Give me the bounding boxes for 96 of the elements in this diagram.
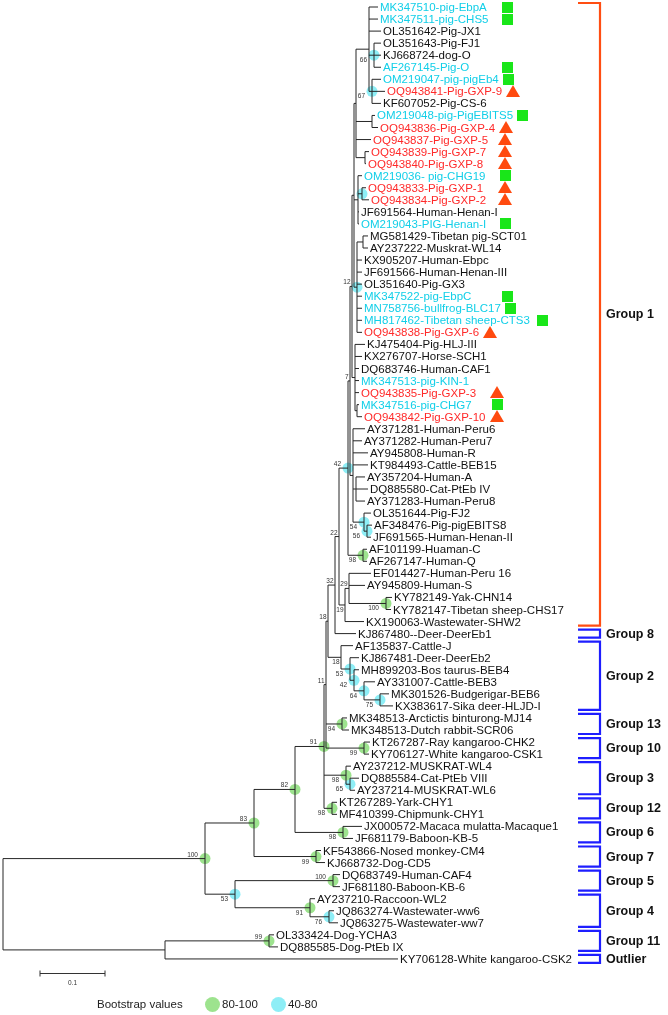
taxon-label: DQ885585-Dog-PtEb IX <box>280 940 404 953</box>
legend-label: 40-80 <box>288 997 318 1011</box>
taxon-label: AF101199-Huaman-C <box>369 543 481 556</box>
taxon-label: KJ668724-dog-O <box>383 49 471 62</box>
taxon-label: JF681180-Baboon-KB-6 <box>342 880 466 893</box>
taxon-label: JF691564-Human-Henan-I <box>361 205 498 218</box>
taxon-label: MN758756-bullfrog-BLC17 <box>364 302 501 315</box>
taxon-label: MH899203-Bos taurus-BEB4 <box>361 663 510 676</box>
taxon-label: KY782149-Yak-CHN14 <box>394 591 513 604</box>
taxon-label: AY945809-Human-S <box>367 579 473 592</box>
taxon-label: JF681179-Baboon-KB-5 <box>355 832 479 845</box>
taxon-label: DQ885580-Cat-PtEb IV <box>370 483 491 495</box>
group-label: Group 12 <box>606 801 661 816</box>
taxon-label: DQ683749-Human-CAF4 <box>342 868 472 881</box>
taxon-label: KX190063-Wastewater-SHW2 <box>366 615 521 628</box>
taxon-label: OQ943842-Pig-GXP-10 <box>364 410 486 423</box>
taxon-label: OQ943837-Pig-GXP-5 <box>373 133 489 146</box>
taxon-label: MH817462-Tibetan sheep-CTS3 <box>364 314 530 327</box>
taxon-label: AF135837-Cattle-J <box>355 639 452 652</box>
taxon-label: OM219043-PIG-Henan-I <box>361 217 487 230</box>
taxon-label: KY782147-Tibetan sheep-CHS17 <box>393 603 564 616</box>
taxon-label: AY237214-MUSKRAT-WL6 <box>357 784 496 797</box>
taxon-label: KY706127-White kangaroo-CSK1 <box>371 748 543 761</box>
taxon-label: OL351643-Pig-FJ1 <box>383 37 481 50</box>
taxon-label: KY706128-White kangaroo-CSK2 <box>400 952 572 965</box>
taxon-label: MK347511-pig-CHS5 <box>380 13 489 26</box>
taxon-label: MK347513-pig-KIN-1 <box>361 374 470 387</box>
taxon-label: AY357204-Human-A <box>367 470 473 483</box>
taxon-label: OL351644-Pig-FJ2 <box>373 507 471 520</box>
taxon-label: DQ885584-Cat-PtEb VIII <box>361 772 488 785</box>
taxon-label: MK347522-pig-EbpC <box>364 290 472 303</box>
taxon-label: KX905207-Human-Ebpc <box>364 254 489 267</box>
group-label: Group 11 <box>606 933 661 948</box>
taxon-label: KF607052-Pig-CS-6 <box>383 97 487 110</box>
taxon-label: DQ683746-Human-CAF1 <box>361 362 491 375</box>
taxon-label: KX383617-Sika deer-HLJD-I <box>395 699 541 712</box>
taxon-label: AY237212-MUSKRAT-WL4 <box>353 760 492 773</box>
taxon-label: AY371281-Human-Peru6 <box>367 422 496 435</box>
taxon-label: AY237210-Raccoon-WL2 <box>317 892 447 905</box>
taxon-label: OM219036- pig-CHG19 <box>364 169 486 182</box>
taxon-label: KJ867481-Deer-DeerEb2 <box>361 651 491 664</box>
taxon-label: JF691566-Human-Henan-III <box>364 266 508 279</box>
taxon-label: OM219047-pig-pigEb4 <box>383 73 499 86</box>
taxon-label: OM219048-pig-PigEBITS5 <box>377 109 514 122</box>
taxon-label: AF267145-Pig-O <box>383 61 470 74</box>
taxon-label: OQ943838-Pig-GXP-6 <box>364 326 480 339</box>
taxon-label: AY371282-Human-Peru7 <box>364 434 493 447</box>
taxon-label: AY331007-Cattle-BEB3 <box>377 675 497 688</box>
legend-label: 80-100 <box>222 997 258 1011</box>
group-label: Group 3 <box>606 771 654 786</box>
taxon-label: KF543866-Nosed monkey-CM4 <box>323 844 485 857</box>
taxon-label: MK348513-Arctictis binturong-MJ14 <box>349 711 532 724</box>
taxon-label: AY945808-Human-R <box>370 446 476 459</box>
taxon-label: OQ943836-Pig-GXP-4 <box>380 121 496 134</box>
taxon-label: MG581429-Tibetan pig-SCT01 <box>370 229 527 242</box>
taxon-label: JX000572-Macaca mulatta-Macaque1 <box>364 820 559 833</box>
taxon-label: OL351640-Pig-GX3 <box>364 278 465 291</box>
taxon-label: KJ475404-Pig-HLJ-III <box>367 338 477 351</box>
taxon-label: OQ943841-Pig-GXP-9 <box>387 85 503 98</box>
taxon-label: KJ668732-Dog-CD5 <box>327 856 431 869</box>
taxon-label: KT267287-Ray kangaroo-CHK2 <box>372 736 535 749</box>
group-label: Group 1 <box>606 307 654 322</box>
taxon-label: MK347516-pig-CHG7 <box>361 398 472 411</box>
taxon-label: MK348513-Dutch rabbit-SCR06 <box>351 724 514 736</box>
taxon-label: AF267147-Human-Q <box>369 555 476 568</box>
taxon-label: AF348476-Pig-pigEBITS8 <box>374 519 507 532</box>
legend-title: Bootstrap values <box>97 997 183 1011</box>
group-label: Outlier <box>606 951 647 966</box>
taxon-label: OL351642-Pig-JX1 <box>383 25 481 38</box>
group-label: Group 2 <box>606 668 654 683</box>
group-label: Group 8 <box>606 626 654 641</box>
group-label: Group 4 <box>606 903 654 918</box>
taxon-label: MF410399-Chipmunk-CHY1 <box>339 808 485 821</box>
group-label: Group 13 <box>606 716 661 731</box>
group-label: Group 10 <box>606 741 661 756</box>
taxon-label: OQ943834-Pig-GXP-2 <box>371 193 487 206</box>
taxon-label: KJ867480--Deer-DeerEb1 <box>358 627 492 640</box>
taxon-label: EF014427-Human-Peru 16 <box>373 567 512 580</box>
taxon-label: JQ863275-Wastewater-ww7 <box>340 916 485 929</box>
taxon-label: MK301526-Budgerigar-BEB6 <box>391 687 540 700</box>
taxon-label: OQ943835-Pig-GXP-3 <box>361 386 477 399</box>
taxon-label: OQ943840-Pig-GXP-8 <box>368 157 484 170</box>
taxon-label: OQ943833-Pig-GXP-1 <box>368 181 484 194</box>
group-label: Group 5 <box>606 873 654 888</box>
taxon-label: KX276707-Horse-SCH1 <box>364 350 487 363</box>
taxon-label: KT984493-Cattle-BEB15 <box>370 458 497 471</box>
taxon-label: JQ863274-Wastewater-ww6 <box>336 904 481 917</box>
taxon-label: AY237222-Muskrat-WL14 <box>370 242 502 254</box>
taxon-label: OQ943839-Pig-GXP-7 <box>371 145 487 158</box>
group-label: Group 6 <box>606 825 654 840</box>
taxon-label: MK347510-pig-EbpA <box>380 1 487 13</box>
taxon-label: OL333424-Dog-YCHA3 <box>276 928 397 941</box>
group-label: Group 7 <box>606 849 654 864</box>
taxon-label: AY371283-Human-Peru8 <box>367 495 496 508</box>
taxon-label: JF691565-Human-Henan-II <box>373 531 513 544</box>
taxon-label: KT267289-Yark-CHY1 <box>339 796 454 809</box>
